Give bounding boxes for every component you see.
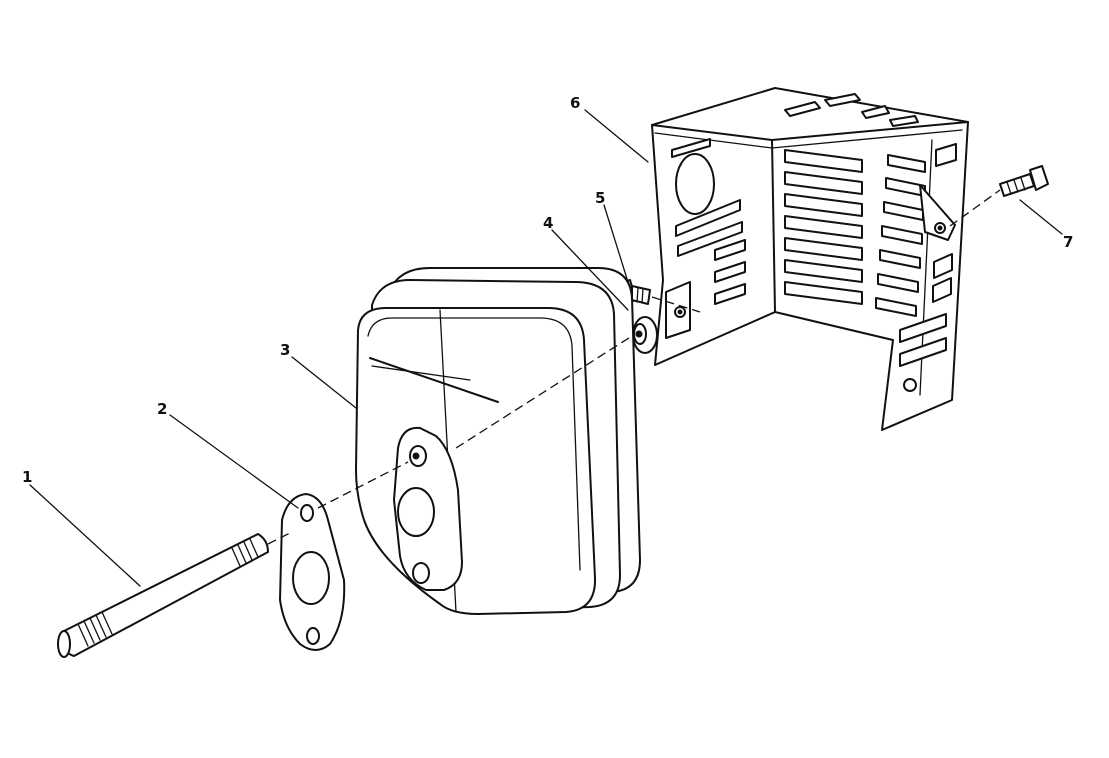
muffler <box>355 267 641 615</box>
leader-line-6 <box>584 109 649 163</box>
leader-line-1 <box>29 484 141 587</box>
leader-line-3 <box>291 356 357 409</box>
callout-5: 5 <box>595 189 605 207</box>
callout-3: 3 <box>280 341 290 359</box>
callout-4: 4 <box>543 214 553 232</box>
leader-line-5 <box>603 204 629 283</box>
leader-line-2 <box>169 414 299 509</box>
muffler-stud <box>57 533 269 658</box>
lock-washer <box>632 316 658 354</box>
gasket <box>279 493 346 651</box>
muffler-guard <box>651 87 969 431</box>
callout-numbers: 1 2 3 4 5 6 7 <box>22 94 1073 486</box>
leader-line-4 <box>551 229 629 311</box>
callout-2: 2 <box>157 400 167 418</box>
leader-line-7 <box>1019 199 1063 235</box>
callout-1: 1 <box>22 468 32 486</box>
screw <box>999 165 1049 197</box>
assembly-center-lines <box>267 189 1001 545</box>
callout-7: 7 <box>1063 233 1073 251</box>
callout-6: 6 <box>570 94 580 112</box>
leader-lines <box>29 109 1063 587</box>
